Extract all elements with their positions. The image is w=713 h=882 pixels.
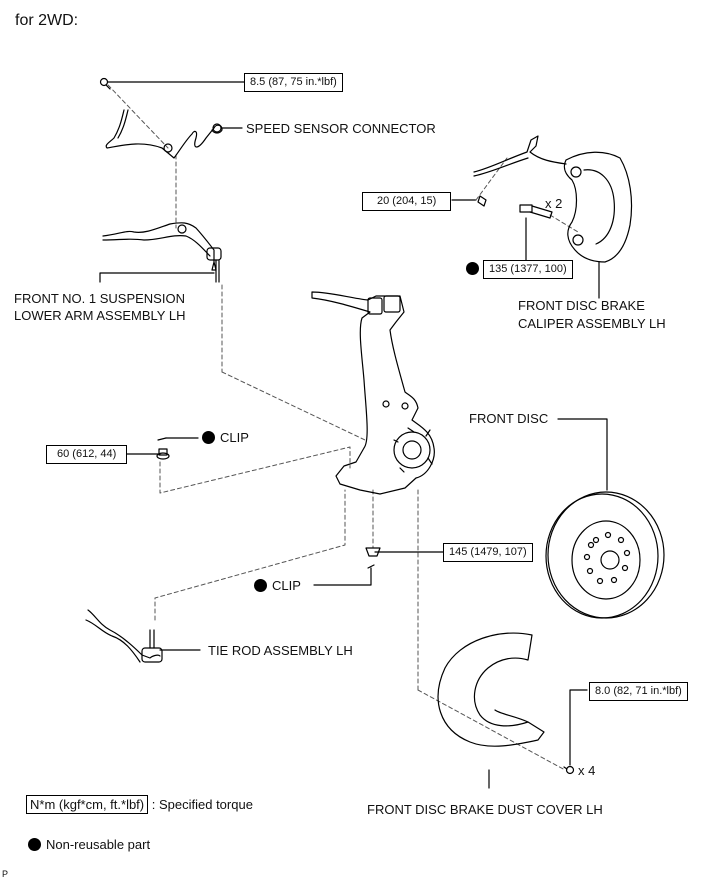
label-lower-arm-line1: FRONT NO. 1 SUSPENSION — [14, 291, 185, 306]
label-caliper-line2: CALIPER ASSEMBLY LH — [518, 316, 666, 331]
label-front-disc: FRONT DISC — [469, 411, 549, 426]
legend-torque-desc: : Specified torque — [151, 797, 253, 812]
non-reusable-icon — [254, 579, 267, 592]
torque-ball-joint-nut: 145 (1479, 107) — [443, 543, 533, 562]
speed-sensor-harness — [105, 109, 223, 159]
label-clip-upper: CLIP — [202, 430, 249, 445]
ball-joint-nut — [365, 547, 381, 557]
caliper-bolt — [519, 204, 553, 219]
brake-caliper — [563, 151, 633, 263]
torque-tie-rod-nut: 60 (612, 44) — [46, 445, 128, 464]
label-caliper-line1: FRONT DISC BRAKE — [518, 298, 645, 313]
torque-caliper-bolt: 135 (1377, 100) — [483, 260, 573, 279]
torque-dust-cover-bolt: 8.0 (82, 71 in.*lbf) — [589, 682, 688, 701]
dust-cover — [437, 632, 545, 747]
clip-lower-part — [367, 564, 375, 569]
torque-bracket-bolt: 20 (204, 15) — [362, 192, 452, 211]
front-disc — [545, 491, 665, 619]
leader-lines — [99, 81, 608, 789]
non-reusable-icon — [466, 262, 479, 275]
brake-hose-bracket — [473, 135, 567, 207]
label-clip-lower: CLIP — [254, 578, 301, 593]
assembly-lines — [107, 84, 579, 771]
page-title: for 2WD: — [15, 12, 79, 29]
label-speed-sensor-connector: SPEED SENSOR CONNECTOR — [246, 121, 436, 136]
qty-caliper-bolt: x 2 — [545, 196, 563, 211]
qty-dust-cover-bolt: x 4 — [578, 763, 596, 778]
clip-upper-part — [157, 437, 167, 441]
legend-torque-box: N*m (kgf*cm, ft.*lbf) — [26, 795, 149, 814]
torque-sensor-bolt: 8.5 (87, 75 in.*lbf) — [244, 73, 343, 92]
dust-cover-bolt — [563, 765, 575, 775]
tie-rod-nut — [156, 448, 170, 460]
label-lower-arm-line2: LOWER ARM ASSEMBLY LH — [14, 308, 186, 323]
label-dust-cover: FRONT DISC BRAKE DUST COVER LH — [367, 802, 603, 817]
legend-non-reusable: Non-reusable part — [28, 837, 150, 852]
lower-arm — [102, 222, 222, 283]
label-tie-rod: TIE ROD ASSEMBLY LH — [208, 643, 353, 658]
tie-rod — [85, 609, 163, 663]
sensor-bolt — [99, 77, 111, 90]
non-reusable-icon — [28, 838, 41, 851]
legend-torque: N*m (kgf*cm, ft.*lbf) : Specified torque — [26, 795, 253, 814]
page-mark: P — [2, 869, 9, 879]
steering-knuckle — [311, 291, 435, 495]
non-reusable-icon — [202, 431, 215, 444]
